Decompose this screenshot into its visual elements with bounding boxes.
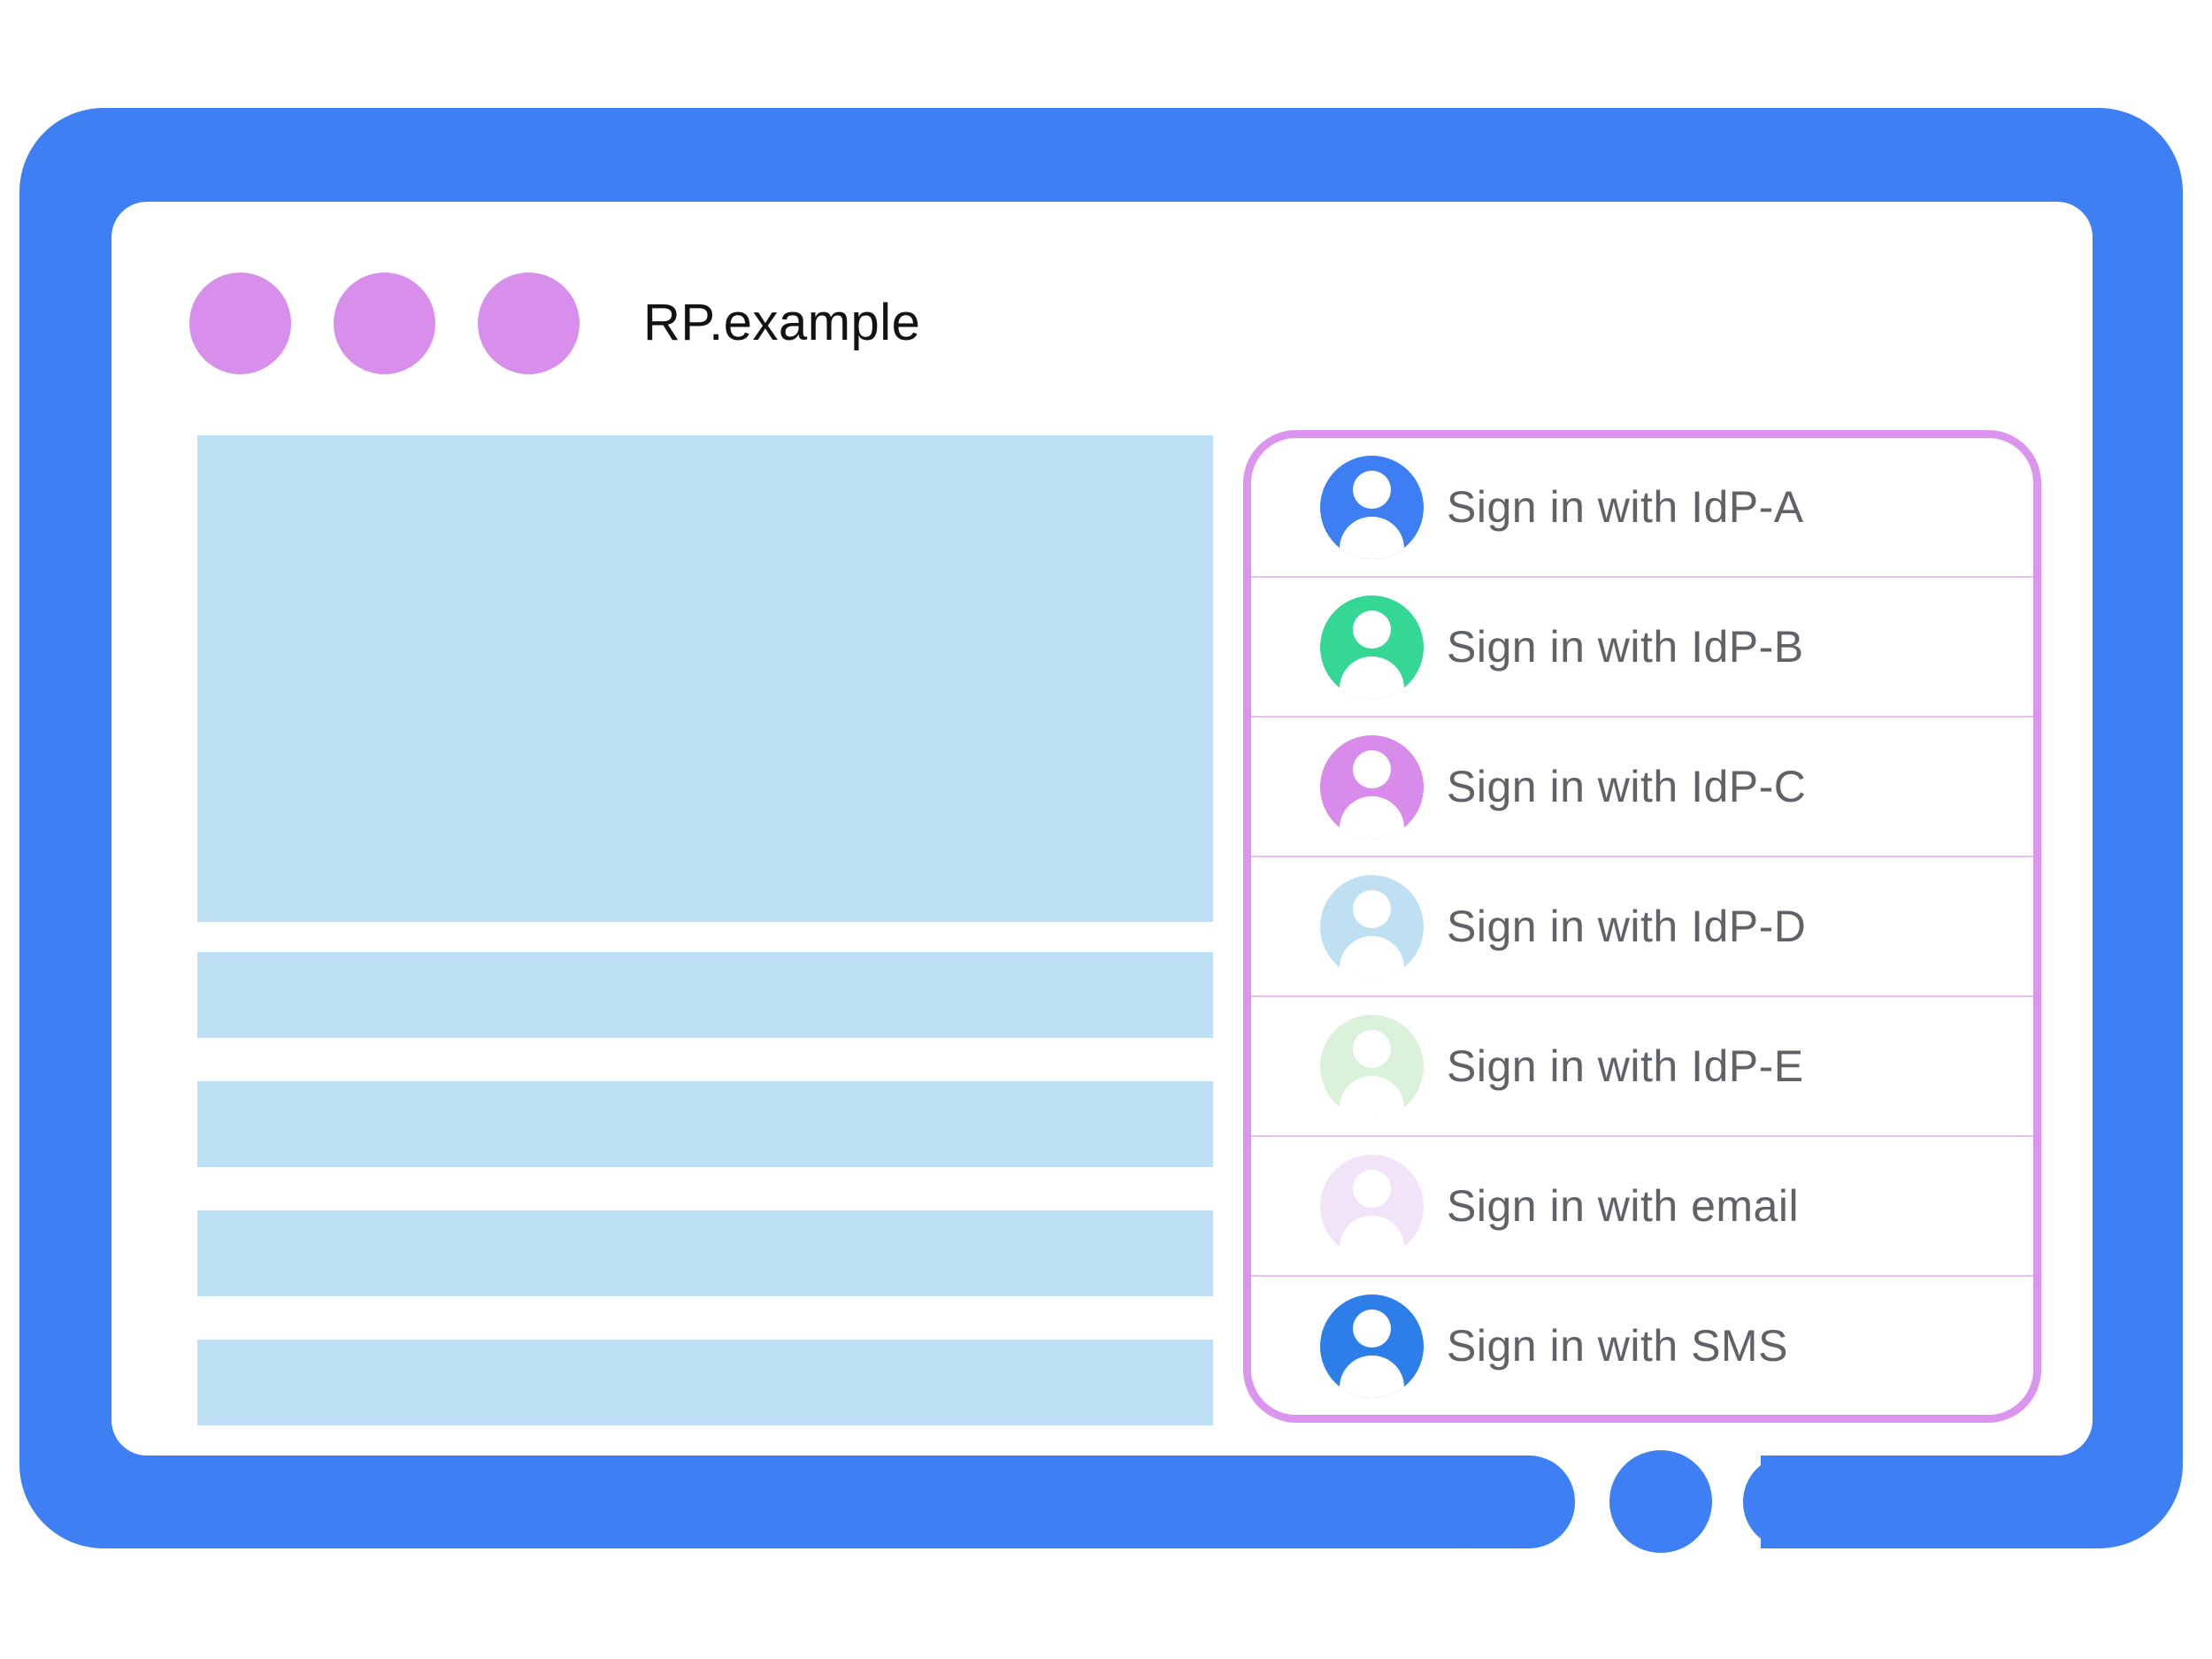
- person-torso-shape: [1340, 1355, 1404, 1398]
- person-head-shape: [1352, 1030, 1392, 1069]
- hero-placeholder: [197, 435, 1213, 922]
- person-head-shape: [1352, 890, 1392, 929]
- signin-option-idp-a[interactable]: Sign in with IdP-A: [1251, 438, 2033, 578]
- signin-panel: Sign in with IdP-A Sign in with IdP-B Sign…: [1243, 430, 2041, 1423]
- signin-option-label: Sign in with email: [1447, 1181, 1800, 1231]
- person-torso-shape: [1340, 795, 1404, 839]
- placeholder-line: [197, 1210, 1213, 1296]
- person-avatar-icon: [1320, 595, 1424, 699]
- signin-option-sms[interactable]: Sign in with SMS: [1251, 1277, 2033, 1415]
- person-avatar-icon: [1320, 1014, 1424, 1118]
- person-avatar-icon: [1320, 1154, 1424, 1258]
- placeholder-lines: [197, 952, 1213, 1425]
- person-torso-shape: [1340, 516, 1404, 559]
- person-torso-shape: [1340, 656, 1404, 699]
- signin-option-idp-d[interactable]: Sign in with IdP-D: [1251, 857, 2033, 997]
- signin-option-idp-c[interactable]: Sign in with IdP-C: [1251, 718, 2033, 857]
- person-torso-shape: [1340, 935, 1404, 979]
- person-torso-shape: [1340, 1215, 1404, 1258]
- signin-option-idp-e[interactable]: Sign in with IdP-E: [1251, 997, 2033, 1137]
- frame-bottom-right-cap: [1743, 1455, 1878, 1548]
- placeholder-line: [197, 1340, 1213, 1425]
- signin-option-idp-b[interactable]: Sign in with IdP-B: [1251, 578, 2033, 718]
- person-avatar-icon: [1320, 455, 1424, 559]
- signin-option-label: Sign in with IdP-A: [1447, 482, 1804, 532]
- person-head-shape: [1352, 750, 1392, 789]
- placeholder-line: [197, 952, 1213, 1038]
- window-control-dot[interactable]: [189, 273, 291, 374]
- person-head-shape: [1352, 611, 1392, 649]
- placeholder-line: [197, 1081, 1213, 1167]
- signin-option-email[interactable]: Sign in with email: [1251, 1137, 2033, 1277]
- person-head-shape: [1352, 1310, 1392, 1348]
- window-control-dot[interactable]: [334, 273, 435, 374]
- person-avatar-icon: [1320, 874, 1424, 979]
- person-head-shape: [1352, 1170, 1392, 1209]
- signin-option-label: Sign in with IdP-B: [1447, 622, 1804, 672]
- window-control-dot[interactable]: [478, 273, 580, 374]
- home-button[interactable]: [1609, 1450, 1712, 1553]
- frame-bottom-left-cap: [1440, 1455, 1575, 1548]
- person-avatar-icon: [1320, 1294, 1424, 1398]
- signin-option-label: Sign in with IdP-C: [1447, 762, 1807, 811]
- person-torso-shape: [1340, 1075, 1404, 1118]
- person-head-shape: [1352, 471, 1392, 510]
- person-avatar-icon: [1320, 734, 1424, 839]
- window-dots: [189, 273, 580, 374]
- signin-option-label: Sign in with IdP-E: [1447, 1041, 1804, 1091]
- signin-option-label: Sign in with IdP-D: [1447, 902, 1807, 951]
- signin-option-label: Sign in with SMS: [1447, 1321, 1788, 1371]
- site-title: RP.example: [643, 294, 921, 351]
